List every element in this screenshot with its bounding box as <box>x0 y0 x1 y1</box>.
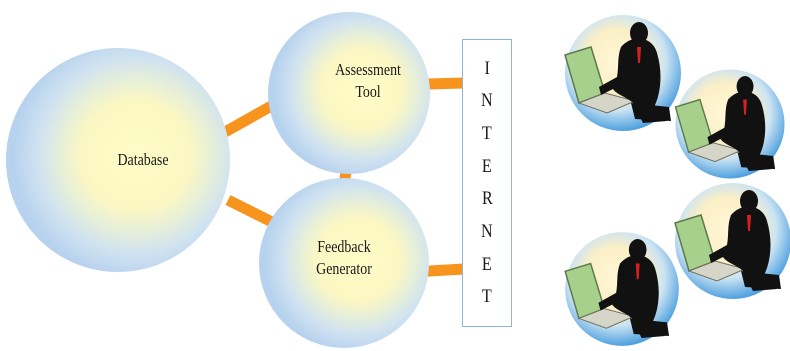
internet-letter: N <box>481 90 493 112</box>
feedback-generator-label: Feedback Generator <box>303 236 385 280</box>
connector-assessment-internet <box>426 77 465 90</box>
connector-database-feedback <box>225 195 275 227</box>
user-bottom-right <box>674 182 790 300</box>
assessment-tool-node <box>268 12 430 174</box>
assessment-label-line1: Assessment <box>335 60 401 79</box>
internet-letter: I <box>484 57 490 79</box>
feedback-label-line1: Feedback <box>317 237 371 256</box>
user-bottom-left <box>564 231 680 347</box>
feedback-label-line2: Generator <box>316 259 372 278</box>
user-top-right <box>674 68 786 180</box>
internet-letter: N <box>481 220 493 242</box>
database-node <box>6 48 230 272</box>
internet-letter: E <box>482 253 492 275</box>
internet-letter: T <box>482 286 492 308</box>
feedback-generator-node <box>259 178 429 348</box>
internet-letter: T <box>482 122 492 144</box>
database-label: Database <box>117 150 169 169</box>
internet-letter: R <box>481 188 493 210</box>
internet-letter: E <box>482 155 492 177</box>
internet-box: I N T E R N E T <box>462 39 512 327</box>
assessment-label-line2: Tool <box>355 82 381 101</box>
assessment-tool-label: Assessment Tool <box>327 59 409 103</box>
user-top-left <box>564 14 682 132</box>
